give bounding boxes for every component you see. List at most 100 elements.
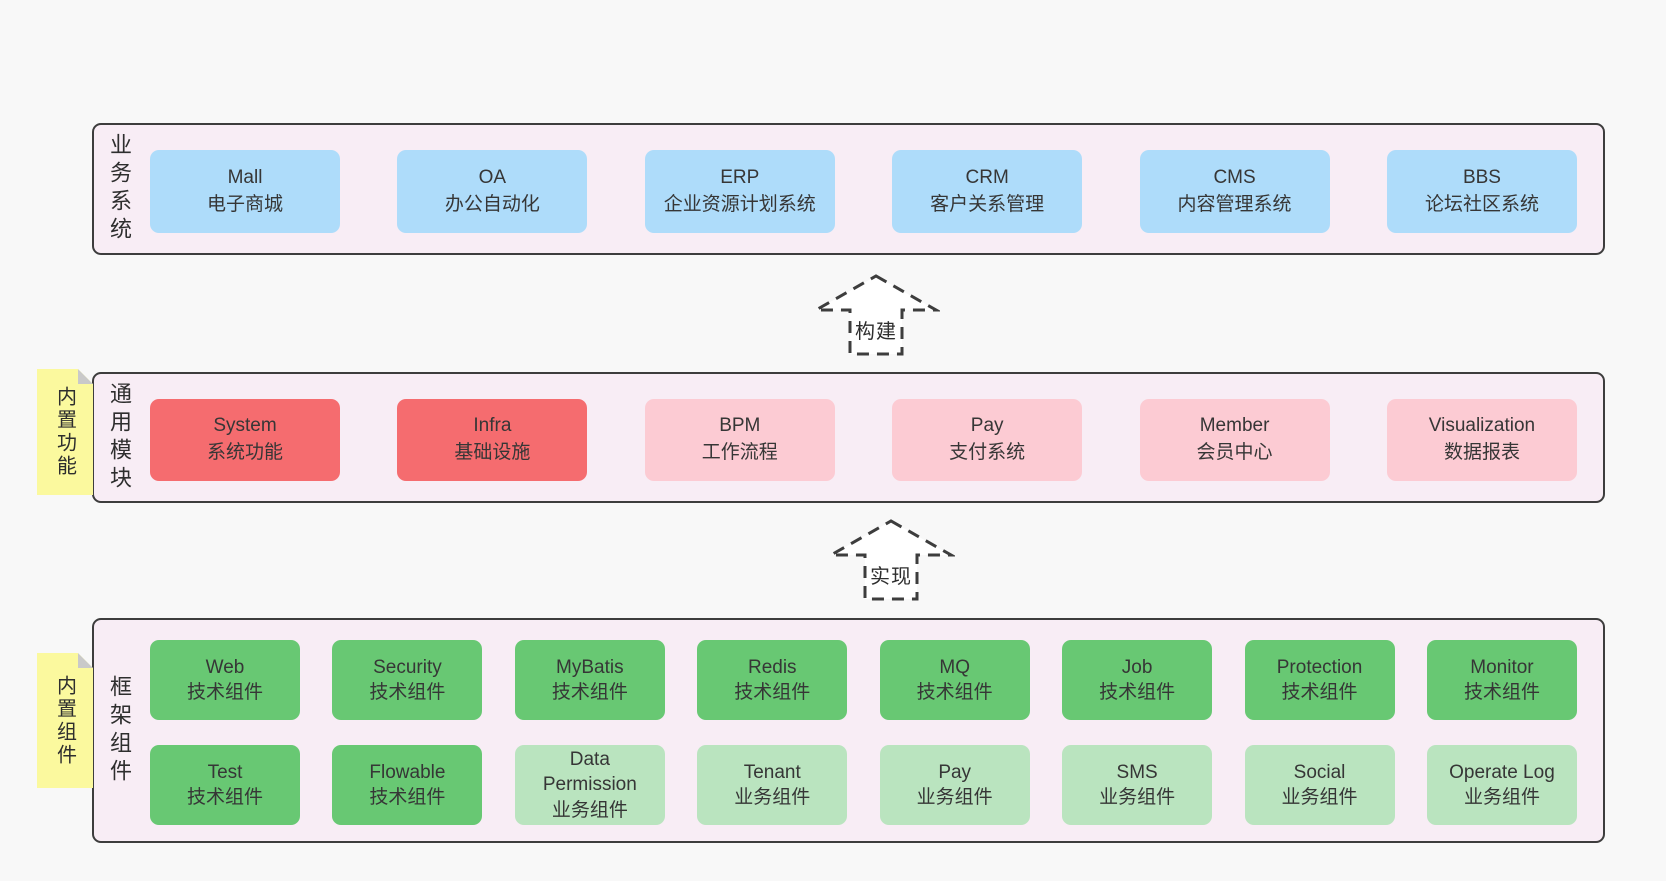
sticky-note-text: 内置组件 bbox=[53, 674, 76, 767]
box-member: Member 会员中心 bbox=[1139, 399, 1330, 481]
box-title: Tenant bbox=[743, 761, 801, 783]
box-social: Social 业务组件 bbox=[1244, 745, 1395, 825]
box-title: System bbox=[213, 415, 277, 437]
box-sms: SMS 业务组件 bbox=[1062, 745, 1213, 825]
box-title: Data Permission bbox=[542, 749, 637, 796]
box-subtitle: 工作流程 bbox=[701, 442, 778, 463]
box-title: Redis bbox=[747, 656, 797, 678]
box-subtitle: 技术组件 bbox=[916, 682, 993, 703]
box-subtitle: 论坛社区系统 bbox=[1424, 193, 1539, 215]
folded-corner-icon bbox=[78, 369, 93, 384]
box-title: Monitor bbox=[1470, 656, 1534, 678]
box-title: CRM bbox=[965, 166, 1009, 188]
box-mybatis: MyBatis 技术组件 bbox=[514, 640, 665, 720]
box-bbs: BBS 论坛社区系统 bbox=[1386, 150, 1577, 233]
box-crm: CRM 客户关系管理 bbox=[892, 150, 1083, 233]
box-title: Pay bbox=[938, 761, 972, 783]
box-tenant: Tenant 业务组件 bbox=[697, 745, 848, 825]
sticky-note-text: 内置功能 bbox=[53, 386, 76, 478]
arrow-up-dashed-icon bbox=[827, 519, 955, 601]
box-title: Member bbox=[1199, 415, 1270, 437]
box-subtitle: 内容管理系统 bbox=[1177, 193, 1292, 215]
box-title: BPM bbox=[719, 415, 761, 437]
box-title: Security bbox=[373, 656, 442, 678]
box-monitor: Monitor 技术组件 bbox=[1426, 640, 1577, 720]
box-subtitle: 办公自动化 bbox=[444, 193, 540, 215]
box-subtitle: 业务组件 bbox=[1099, 787, 1176, 808]
box-title: Infra bbox=[473, 415, 512, 437]
box-bpm: BPM 工作流程 bbox=[644, 399, 835, 481]
box-title: Flowable bbox=[369, 761, 446, 783]
box-subtitle: 系统功能 bbox=[206, 442, 283, 463]
box-infra: Infra 基础设施 bbox=[397, 399, 588, 481]
box-title: CMS bbox=[1213, 166, 1256, 188]
box-title: Social bbox=[1293, 761, 1346, 783]
box-subtitle: 数据报表 bbox=[1443, 442, 1520, 463]
box-subtitle: 业务组件 bbox=[1281, 787, 1358, 808]
box-title: Web bbox=[205, 656, 245, 678]
box-subtitle: 技术组件 bbox=[551, 682, 628, 703]
box-subtitle: 电子商城 bbox=[206, 193, 283, 215]
box-title: Job bbox=[1121, 656, 1153, 678]
box-title: Mall bbox=[227, 166, 263, 188]
box-title: Operate Log bbox=[1449, 761, 1555, 783]
box-security: Security 技术组件 bbox=[332, 640, 483, 720]
box-title: MyBatis bbox=[556, 656, 624, 678]
layer-label-components: 框架组件 bbox=[101, 620, 137, 841]
box-subtitle: 技术组件 bbox=[369, 682, 446, 703]
box-pay-component: Pay 业务组件 bbox=[879, 745, 1030, 825]
module-boxes-row: System 系统功能 Infra 基础设施 BPM 工作流程 Pay 支付系统 Mem… bbox=[150, 399, 1577, 481]
arrow-build-label: 构建 bbox=[855, 321, 897, 343]
layer-label-text: 业务系统 bbox=[107, 133, 132, 245]
box-title: Protection bbox=[1276, 656, 1363, 678]
box-mall: Mall 电子商城 bbox=[150, 150, 340, 233]
box-subtitle: 技术组件 bbox=[1463, 682, 1540, 703]
folded-corner-icon bbox=[78, 653, 93, 668]
box-title: Visualization bbox=[1428, 415, 1536, 437]
box-visualization: Visualization 数据报表 bbox=[1386, 399, 1577, 481]
box-subtitle: 业务组件 bbox=[916, 787, 993, 808]
sticky-note-builtin-features: 内置功能 bbox=[37, 369, 93, 495]
box-subtitle: 技术组件 bbox=[369, 787, 446, 808]
box-title: OA bbox=[478, 166, 507, 188]
box-title: BBS bbox=[1462, 166, 1501, 188]
arrow-up-implement: 实现 bbox=[827, 518, 955, 602]
arrow-implement-label: 实现 bbox=[870, 566, 912, 588]
layer-label-business: 业务系统 bbox=[101, 125, 137, 253]
box-oa: OA 办公自动化 bbox=[397, 150, 588, 233]
box-subtitle: 基础设施 bbox=[454, 442, 531, 463]
box-subtitle: 企业资源计划系统 bbox=[663, 193, 816, 215]
box-pay-module: Pay 支付系统 bbox=[892, 399, 1083, 481]
arrow-up-dashed-icon bbox=[812, 274, 940, 356]
box-job: Job 技术组件 bbox=[1062, 640, 1213, 720]
box-subtitle: 技术组件 bbox=[186, 787, 263, 808]
box-system: System 系统功能 bbox=[150, 399, 340, 481]
arrow-up-build: 构建 bbox=[812, 273, 940, 357]
box-title: MQ bbox=[939, 656, 970, 678]
box-subtitle: 业务组件 bbox=[734, 787, 811, 808]
box-subtitle: 业务组件 bbox=[551, 799, 628, 821]
box-title: SMS bbox=[1116, 761, 1158, 783]
box-subtitle: 客户关系管理 bbox=[930, 193, 1045, 215]
box-subtitle: 支付系统 bbox=[949, 442, 1026, 463]
layer-common-modules: 通用模块 System 系统功能 Infra 基础设施 BPM 工作流程 Pay 支付系… bbox=[92, 372, 1605, 503]
box-subtitle: 会员中心 bbox=[1196, 442, 1273, 463]
box-subtitle: 技术组件 bbox=[1099, 682, 1176, 703]
layer-label-modules: 通用模块 bbox=[101, 374, 137, 501]
box-title: Pay bbox=[970, 415, 1004, 437]
box-data-permission: Data Permission 业务组件 bbox=[514, 745, 665, 825]
box-cms: CMS 内容管理系统 bbox=[1139, 150, 1330, 233]
box-subtitle: 技术组件 bbox=[1281, 682, 1358, 703]
box-flowable: Flowable 技术组件 bbox=[332, 745, 483, 825]
box-mq: MQ 技术组件 bbox=[879, 640, 1030, 720]
